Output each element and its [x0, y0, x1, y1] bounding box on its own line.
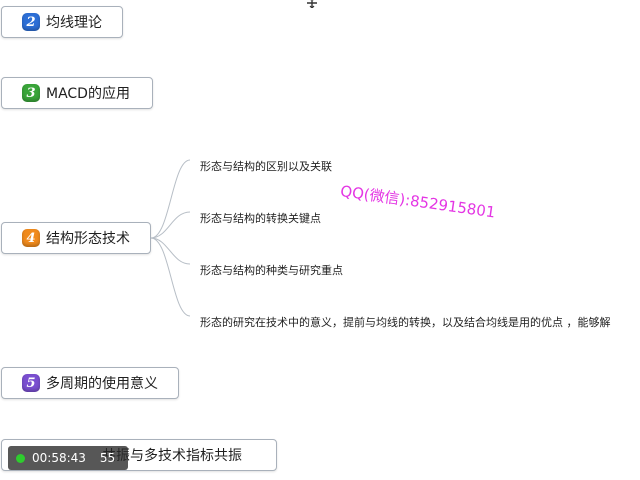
- number-badge-icon: 3: [22, 84, 40, 102]
- topic-node-structure-pattern[interactable]: 4 结构形态技术: [1, 222, 151, 254]
- recording-timer-overlay[interactable]: 00:58:43 55: [8, 446, 128, 470]
- subtopic-item[interactable]: 形态与结构的种类与研究重点: [200, 264, 343, 277]
- topic-node-multi-period[interactable]: 5 多周期的使用意义: [1, 367, 179, 399]
- record-indicator-icon: [16, 453, 25, 463]
- subtopic-item[interactable]: 形态与结构的区别以及关联: [200, 160, 332, 173]
- topic-label: MACD的应用: [46, 86, 130, 102]
- number-badge-icon: 2: [22, 13, 40, 31]
- subtopic-item[interactable]: 形态与结构的转换关键点: [200, 212, 321, 225]
- player-extra: 55: [99, 451, 116, 465]
- number-badge-icon: 5: [22, 374, 40, 392]
- elapsed-time: 00:58:43: [32, 451, 86, 465]
- topic-label: 均线理论: [46, 15, 102, 31]
- watermark-text: QQ(微信):852915801: [339, 181, 497, 222]
- topic-node-moving-average[interactable]: 2 均线理论: [1, 6, 123, 38]
- topic-node-macd[interactable]: 3 MACD的应用: [1, 77, 153, 109]
- move-cursor-icon: [307, 0, 317, 8]
- topic-label: 多周期的使用意义: [46, 376, 158, 392]
- number-badge-icon: 4: [22, 229, 40, 247]
- topic-label: 结构形态技术: [46, 231, 130, 247]
- topic-label: 共振与多技术指标共振: [102, 448, 242, 464]
- subtopic-item[interactable]: 形态的研究在技术中的意义，提前与均线的转换，以及结合均线是用的优点 ，能够解: [200, 316, 611, 329]
